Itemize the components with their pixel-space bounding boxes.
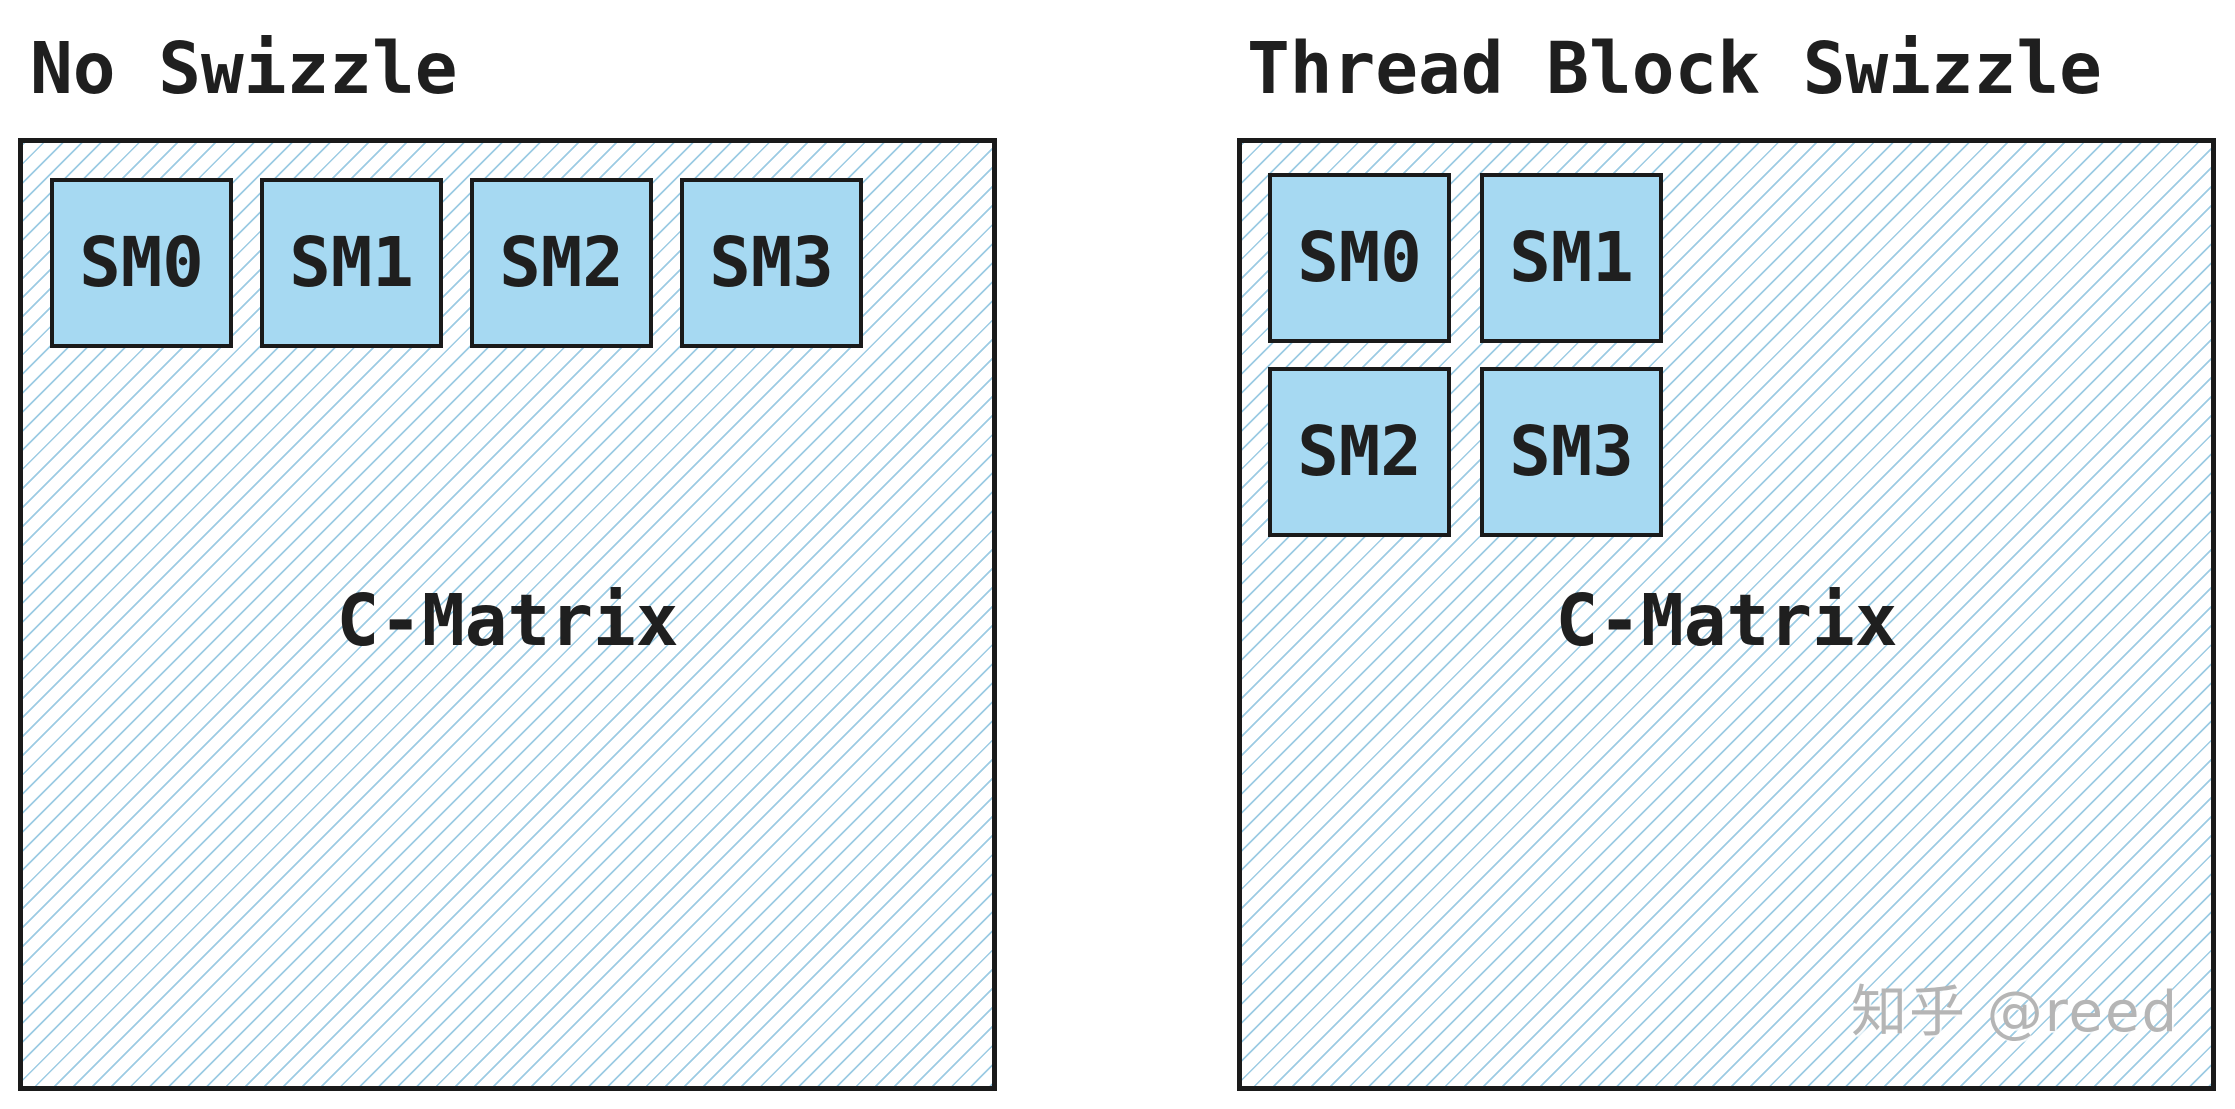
c-matrix-panel-thread-block-swizzle: SM0 SM1 SM2 SM3 C-Matrix 知乎 @reed (1237, 138, 2216, 1091)
sm-block: SM2 (470, 178, 653, 348)
sm-block: SM1 (260, 178, 443, 348)
sm-block-label: SM3 (1509, 411, 1634, 492)
sm-block: SM3 (680, 178, 863, 348)
c-matrix-label: C-Matrix (1555, 579, 1898, 662)
c-matrix-panel-no-swizzle: SM0 SM1 SM2 SM3 C-Matrix (18, 138, 997, 1091)
sm-block-label: SM1 (289, 222, 414, 303)
sm-block-label: SM2 (1297, 411, 1422, 492)
sm-block-label: SM3 (709, 222, 834, 303)
sm-block-label: SM0 (1297, 217, 1422, 298)
watermark: 知乎 @reed (1850, 980, 2179, 1045)
sm-block: SM0 (1268, 173, 1451, 343)
sm-block: SM0 (50, 178, 233, 348)
sm-block-label: SM1 (1509, 217, 1634, 298)
panel-title-thread-block-swizzle: Thread Block Swizzle (1247, 27, 2102, 110)
c-matrix-label: C-Matrix (336, 579, 679, 662)
sm-block: SM1 (1480, 173, 1663, 343)
sm-block-label: SM2 (499, 222, 624, 303)
sm-block: SM2 (1268, 367, 1451, 537)
sm-block-label: SM0 (79, 222, 204, 303)
sm-block: SM3 (1480, 367, 1663, 537)
panel-title-no-swizzle: No Swizzle (30, 27, 458, 110)
